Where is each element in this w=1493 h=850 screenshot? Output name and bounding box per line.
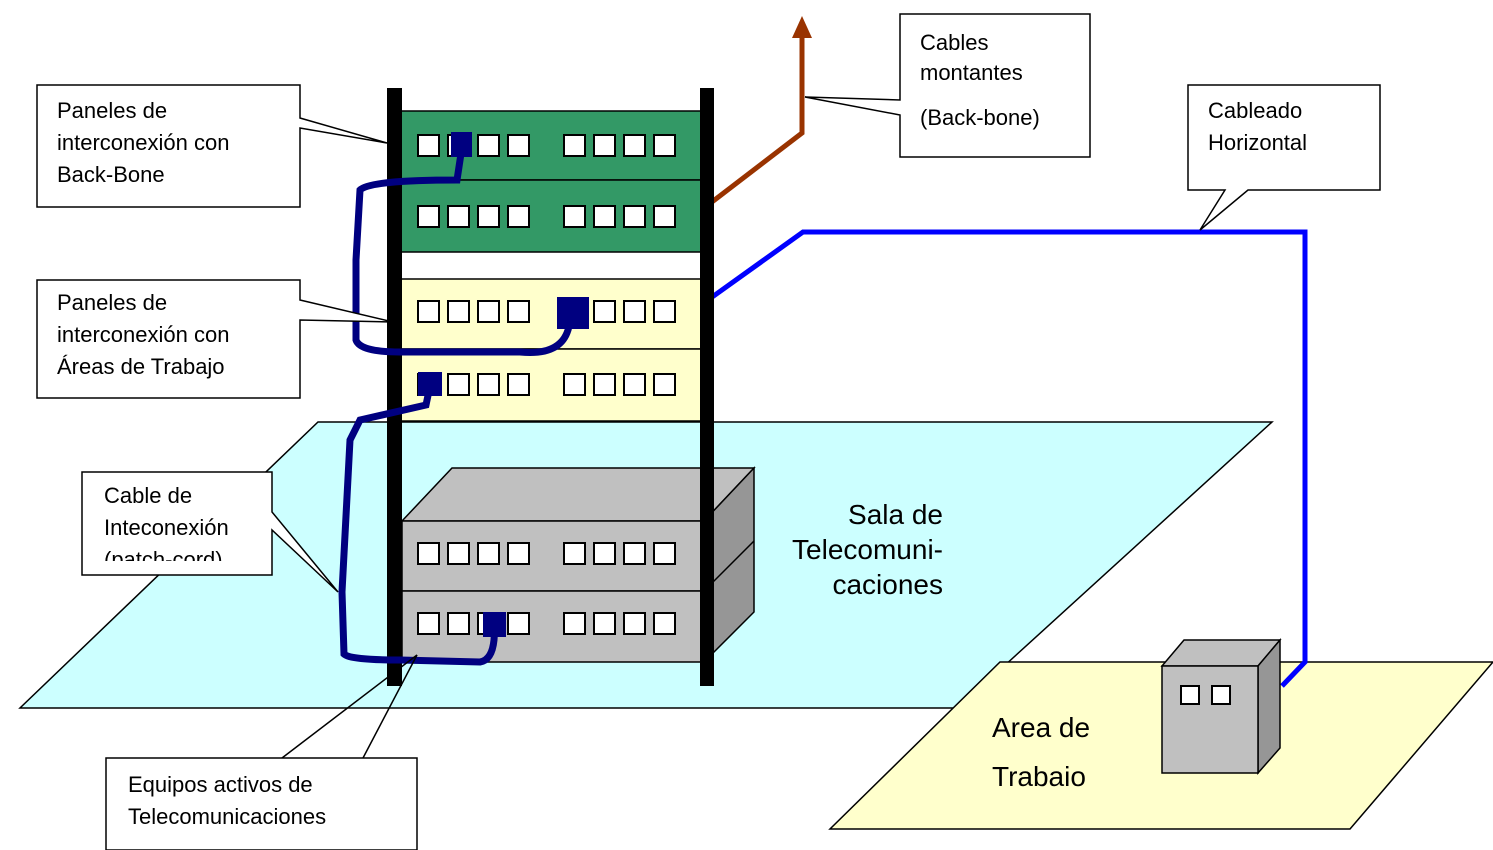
panel-port — [593, 373, 616, 396]
patch-cord-lower — [338, 385, 499, 666]
panel-port — [593, 612, 616, 635]
panel-port — [653, 373, 676, 396]
panel-port — [623, 373, 646, 396]
panel-port — [623, 612, 646, 635]
panel-port — [507, 300, 530, 323]
panel-port — [477, 300, 500, 323]
patch-plug — [483, 612, 506, 637]
panel-port — [477, 542, 500, 565]
panel-port — [447, 612, 470, 635]
panel-port — [593, 300, 616, 323]
work-area-outlet — [1160, 637, 1282, 775]
panel-port — [447, 205, 470, 228]
panel-port — [653, 542, 676, 565]
panel-port — [593, 134, 616, 157]
panel-port — [563, 542, 586, 565]
panel-port — [653, 134, 676, 157]
panel-port — [507, 542, 530, 565]
panel-port — [447, 300, 470, 323]
panel-port — [593, 542, 616, 565]
panel-port — [477, 134, 500, 157]
patch-plug — [418, 372, 442, 396]
panel-port — [563, 205, 586, 228]
panel-port — [447, 542, 470, 565]
patch-plug — [451, 132, 472, 157]
rack-post-left — [387, 88, 402, 686]
panel-port — [507, 612, 530, 635]
patch-cord-upper — [352, 146, 576, 357]
panel-port — [593, 205, 616, 228]
panel-port — [417, 542, 440, 565]
panel-port — [417, 612, 440, 635]
panel-port — [417, 205, 440, 228]
panel-port — [623, 300, 646, 323]
riser-cable — [706, 30, 805, 207]
panel-port — [563, 373, 586, 396]
panel-port — [623, 205, 646, 228]
panel-port — [477, 205, 500, 228]
horizontal-cable — [706, 229, 1308, 688]
panel-ports — [417, 134, 676, 635]
panel-port — [623, 542, 646, 565]
panel-port — [653, 612, 676, 635]
panel-port — [623, 134, 646, 157]
panel-port — [563, 612, 586, 635]
patch-plug — [557, 297, 589, 329]
panel-port — [653, 300, 676, 323]
panel-port — [417, 300, 440, 323]
riser-arrow-head — [792, 16, 812, 38]
panel-port — [563, 134, 586, 157]
panel-port — [417, 134, 440, 157]
panel-port — [507, 373, 530, 396]
rack-post-right — [700, 88, 714, 686]
panel-port — [653, 205, 676, 228]
panel-port — [507, 134, 530, 157]
panel-port — [447, 373, 470, 396]
panel-port — [477, 373, 500, 396]
panel-port — [507, 205, 530, 228]
